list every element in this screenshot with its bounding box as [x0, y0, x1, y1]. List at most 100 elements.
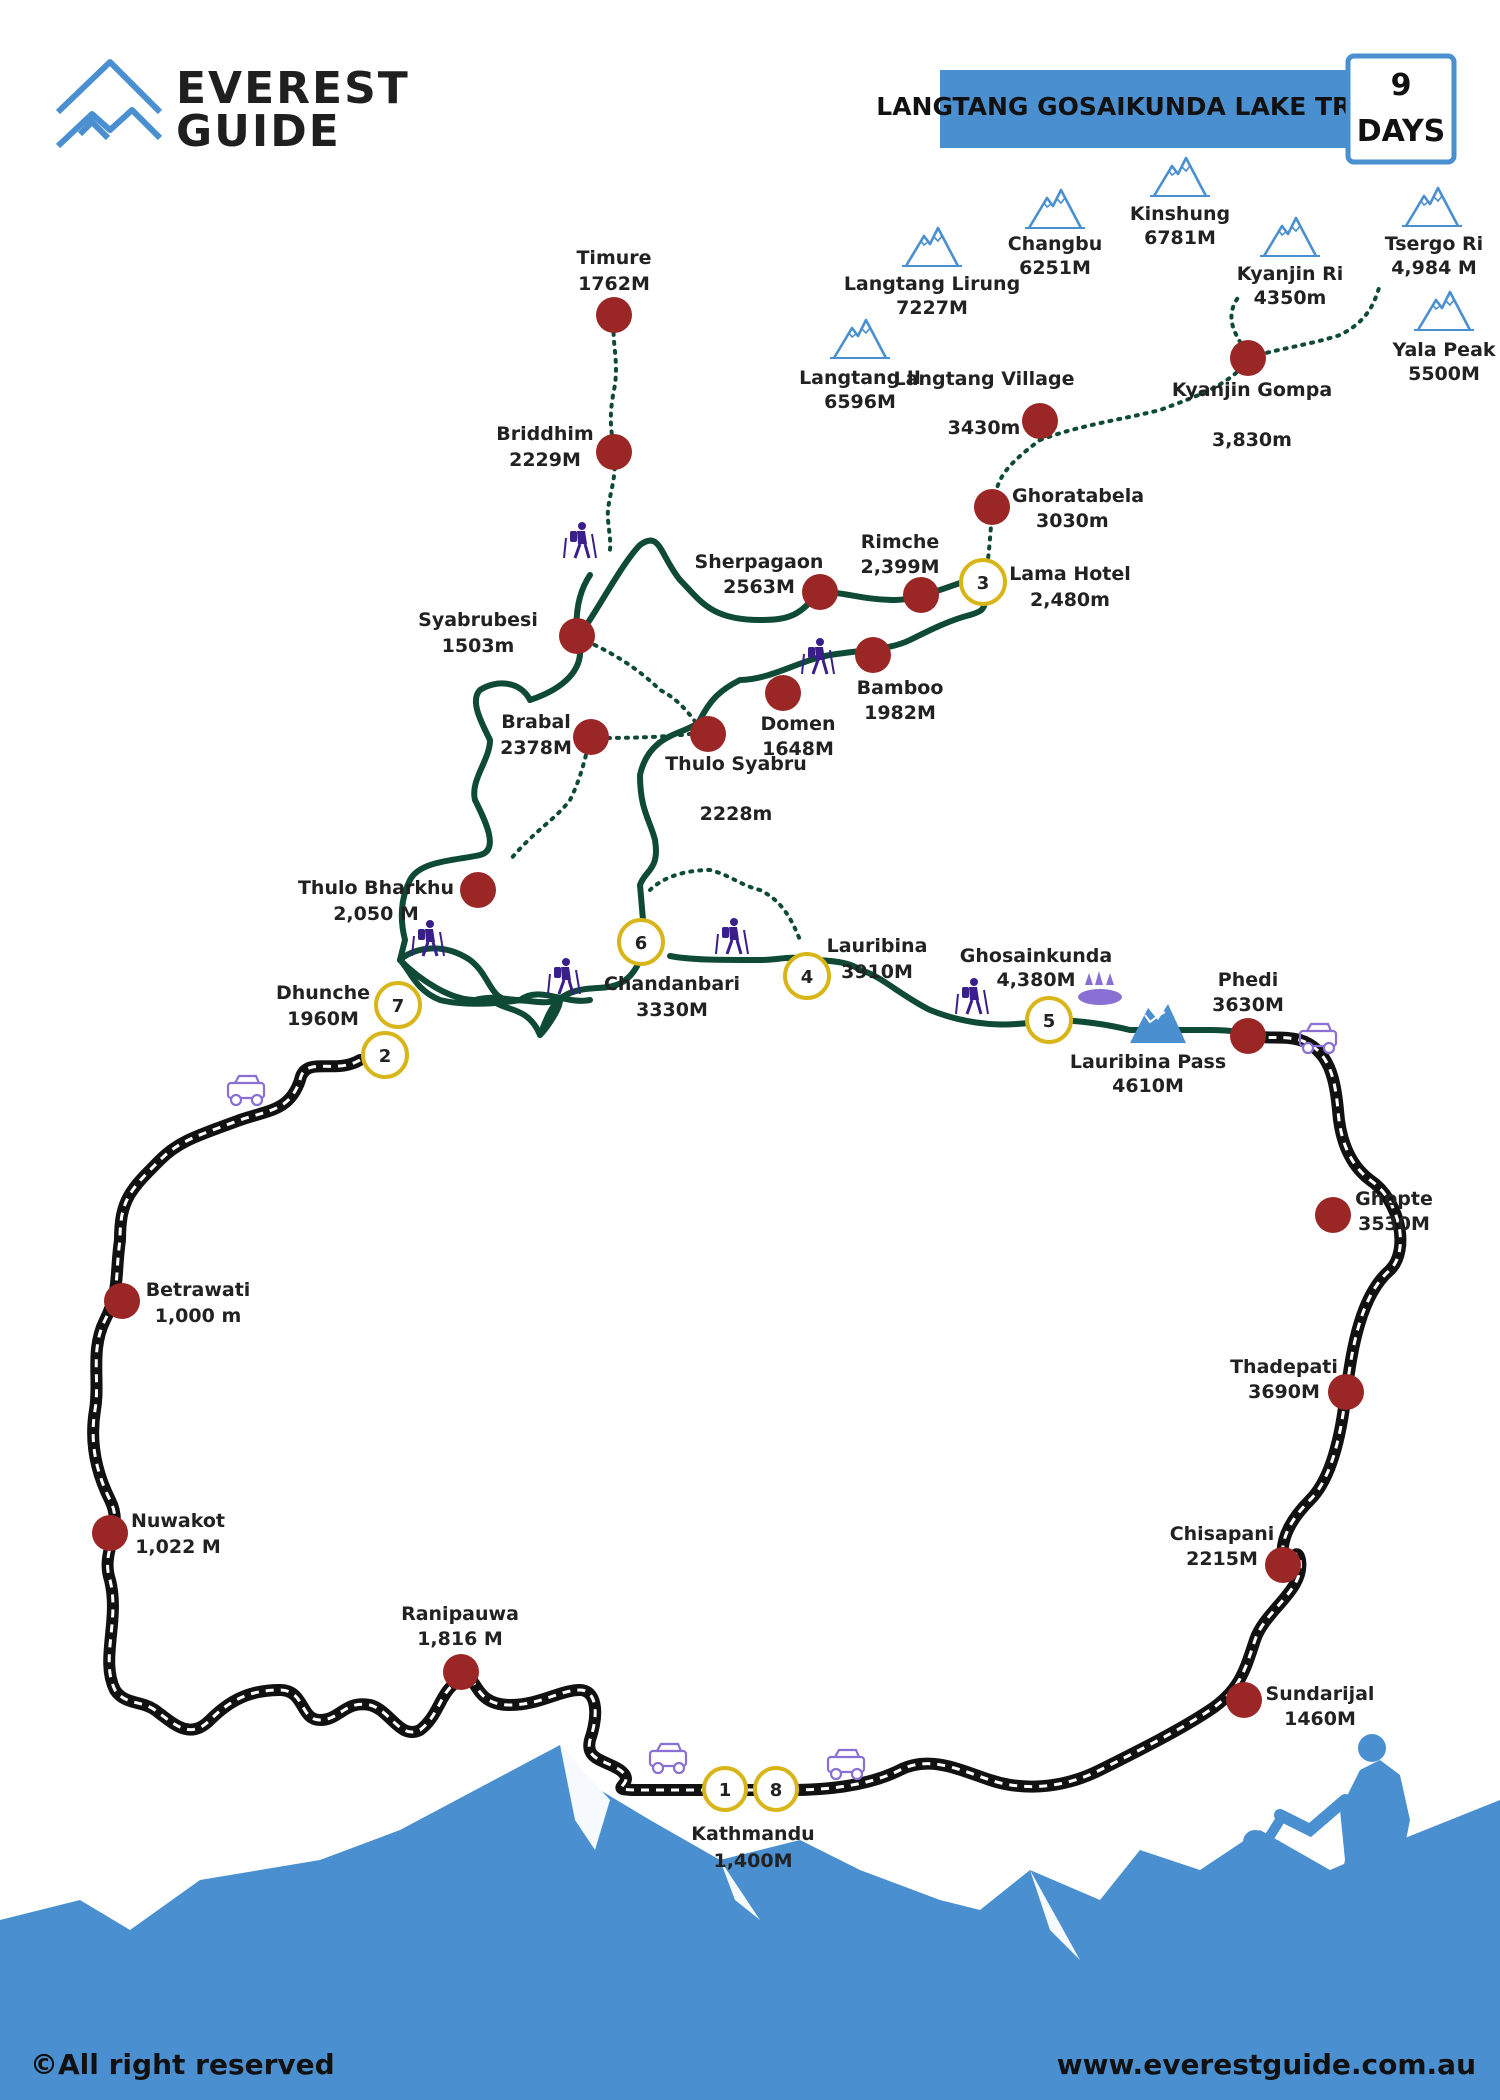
waypoint-ghoratabela: Ghoratabela 3030m	[974, 485, 1144, 532]
peak-elevation: 6596M	[824, 391, 896, 413]
mountain-backdrop	[0, 1745, 1500, 2100]
waypoint-chisapani: Chisapani 2215M	[1170, 1523, 1301, 1583]
peak-name: Kinshung	[1130, 203, 1230, 225]
peak-kyanjin-ri: Kyanjin Ri 4350m	[1237, 216, 1343, 309]
stop-7-dhunche: 7 Dhunche 1960M	[276, 981, 422, 1030]
waypoint-thulo-bharkhu: Thulo Bharkhu 2,050 M	[298, 872, 496, 925]
climbers-icon	[1210, 1734, 1420, 1955]
stop-name: Lama Hotel	[1009, 563, 1131, 585]
peak-elevation: 6251M	[1019, 257, 1091, 279]
waypoint-elevation: 1,816 M	[417, 1628, 503, 1650]
copyright-text: ©All right reserved	[30, 2048, 335, 2081]
waypoint-elevation: 1982M	[864, 702, 936, 724]
peak-yala-peak: Yala Peak 5500M	[1391, 290, 1496, 385]
waypoint-name: Thadepati	[1230, 1356, 1338, 1378]
waypoint-elevation: 2,050 M	[333, 903, 419, 925]
waypoint-sherpagaon: Sherpagaon 2563M	[695, 551, 838, 610]
waypoint-name: Thulo Bharkhu	[298, 877, 454, 899]
waypoint-elevation: 2215M	[1186, 1548, 1258, 1570]
waypoint-name: Ranipauwa	[401, 1603, 519, 1625]
stop-name: Lauribina	[827, 935, 928, 957]
hiker-icon	[714, 916, 750, 956]
waypoint-langtang-village: Langtang Village 3430m	[894, 368, 1075, 439]
trek-title: LANGTANG GOSAIKUNDA LAKE TREK	[876, 92, 1389, 121]
stop-number: 8	[770, 1780, 783, 1801]
waypoint-elevation: 3690M	[1248, 1381, 1320, 1403]
waypoint-elevation: 1460M	[1284, 1708, 1356, 1730]
stop-name: Kathmandu	[691, 1823, 814, 1845]
vehicle-icon	[226, 1074, 266, 1107]
waypoint-elevation: 3430m	[948, 417, 1021, 439]
peak-name: Langtang Lirung	[844, 273, 1020, 295]
waypoint-bamboo: Bamboo 1982M	[855, 637, 943, 724]
peaks-layer: Kinshung 6781M Changbu 6251M Langtang Li…	[799, 156, 1496, 413]
waypoint-name: Thulo Syabru	[665, 753, 807, 775]
waypoint-elevation: 2,399M	[860, 556, 939, 578]
waypoint-name: Briddhim	[496, 423, 593, 445]
waypoint-betrawati: Betrawati 1,000 m	[104, 1279, 250, 1327]
stop-number: 1	[719, 1780, 732, 1801]
peak-tsergo-ri: Tsergo Ri 4,984 M	[1385, 186, 1483, 279]
website-link[interactable]: www.everestguide.com.au	[1057, 2048, 1476, 2081]
stop-name: Chandanbari	[604, 973, 740, 995]
hiker-icon	[954, 976, 990, 1016]
waypoint-name: Sherpagaon	[695, 551, 824, 573]
peak-name: Changbu	[1008, 233, 1103, 255]
waypoints-layer: Timure 1762M Briddhim 2229M Langtang Vil…	[92, 247, 1433, 1730]
waypoint-timure: Timure 1762M	[576, 247, 652, 333]
days-box	[1345, 53, 1457, 165]
banner-background	[940, 70, 1350, 148]
waypoint-ghopte: Ghopte 3530M	[1315, 1188, 1433, 1235]
waypoint-name: Syabrubesi	[418, 609, 538, 631]
footer: ©All right reserved www.everestguide.com…	[30, 2048, 1476, 2081]
waypoint-ranipauwa: Ranipauwa 1,816 M	[401, 1603, 519, 1690]
vehicle-icons	[226, 1022, 1338, 1781]
waypoint-elevation: 1762M	[578, 273, 650, 295]
waypoint-elevation: 2378M	[500, 737, 572, 759]
waypoint-kyanjin-gompa: Kyanjin Gompa 3,830m	[1172, 340, 1332, 451]
waypoint-name: Sundarijal	[1266, 1683, 1375, 1705]
waypoint-name: Betrawati	[146, 1279, 251, 1301]
waypoint-elevation: 1,000 m	[155, 1305, 242, 1327]
waypoint-elevation: 3030m	[1036, 510, 1109, 532]
peak-name: Tsergo Ri	[1385, 233, 1483, 255]
waypoint-brabal: Brabal 2378M	[500, 711, 609, 759]
waypoint-name: Domen	[760, 713, 835, 735]
stop-4-lauribina: 4 Lauribina 3910M	[783, 935, 928, 1000]
waypoint-name: Ghoratabela	[1012, 485, 1144, 507]
waypoint-elevation: 2563M	[723, 576, 795, 598]
stop-8: 8	[753, 1766, 799, 1812]
stop-elevation: 3910M	[841, 961, 913, 983]
peak-elevation: 4350m	[1254, 287, 1327, 309]
stop-number: 2	[379, 1046, 392, 1067]
stop-elevation: 4,380M	[996, 969, 1075, 991]
waypoint-thulo-syabru: Thulo Syabru 2228m	[665, 716, 807, 825]
vehicle-icon	[826, 1748, 866, 1781]
waypoint-name: Nuwakot	[131, 1510, 225, 1532]
waypoint-sundarijal: Sundarijal 1460M	[1226, 1682, 1374, 1730]
side-trip-routes	[508, 283, 1382, 942]
stop-number: 5	[1043, 1011, 1056, 1032]
waypoint-name: Bamboo	[857, 677, 944, 699]
road-route	[87, 1029, 1407, 1796]
waypoint-phedi: Phedi 3630M	[1212, 969, 1284, 1054]
stop-name: Dhunche	[276, 982, 370, 1004]
waypoint-briddhim: Briddhim 2229M	[496, 423, 632, 471]
waypoint-name: Langtang Village	[894, 368, 1075, 390]
stop-1-kathmandu: 1 Kathmandu 1,400M	[691, 1766, 815, 1872]
lake-icon	[1078, 971, 1122, 1005]
waypoint-name: Kyanjin Gompa	[1172, 379, 1332, 401]
stop-elevation: 2,480m	[1030, 589, 1110, 611]
waypoint-syabrubesi: Syabrubesi 1503m	[418, 609, 595, 657]
brand-line-1: EVEREST	[176, 63, 410, 114]
waypoint-name: Chisapani	[1170, 1523, 1275, 1545]
waypoint-rimche: Rimche 2,399M	[860, 531, 940, 613]
hiker-icon	[562, 520, 598, 560]
pass-elevation: 4610M	[1112, 1075, 1184, 1097]
waypoint-thadepati: Thadepati 3690M	[1230, 1356, 1364, 1410]
day-stops-layer: 1 Kathmandu 1,400M 8 2 7 Dhunche 1960M 3…	[276, 558, 1131, 1872]
peak-elevation: 6781M	[1144, 227, 1216, 249]
peak-langtang-lirung: Langtang Lirung 7227M	[844, 226, 1020, 319]
waypoint-elevation: 1,022 M	[135, 1536, 221, 1558]
